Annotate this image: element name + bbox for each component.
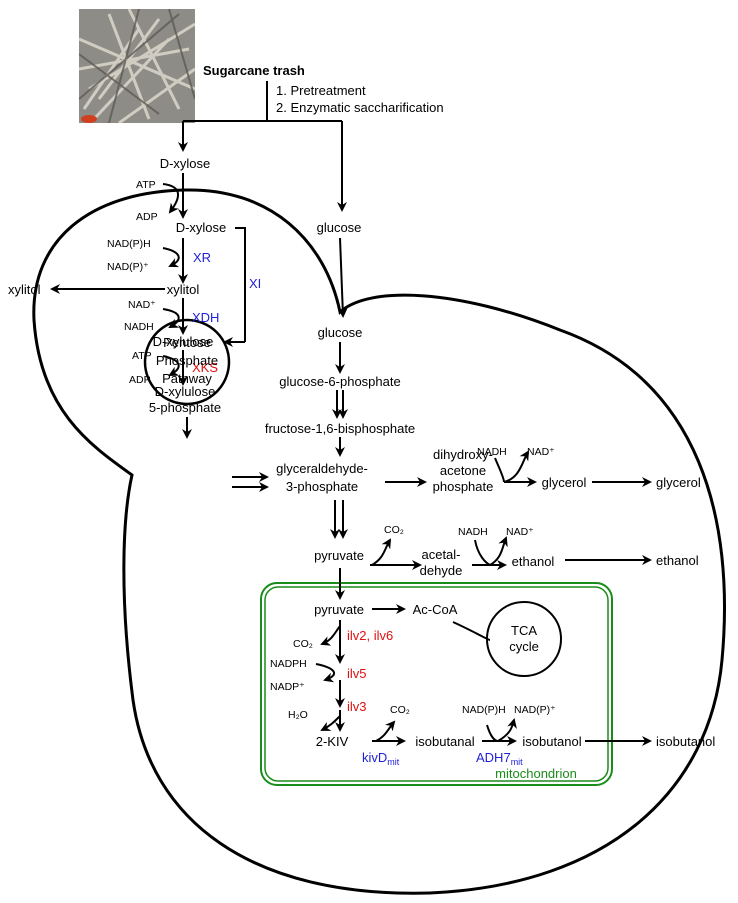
nadph-ilv5: NADPH <box>270 658 307 670</box>
gap-line2: 3-phosphate <box>286 479 358 494</box>
adp-1: ADP <box>136 211 158 223</box>
ethanol-inner: ethanol <box>512 554 555 569</box>
enzyme-xdh: XDH <box>192 310 219 325</box>
mitochondrion-label: mitochondrion <box>495 766 577 781</box>
d-xylulose-5p-line2: 5-phosphate <box>149 400 221 415</box>
glucose-6-phosphate: glucose-6-phosphate <box>279 374 400 389</box>
d-xylulose-5p-line1: D-xylulose <box>155 384 216 399</box>
mitochondrion-inner <box>264 586 609 782</box>
sugarcane-photo <box>79 9 195 123</box>
acetaldehyde-line2: dehyde <box>420 563 463 578</box>
step-saccharification: 2. Enzymatic saccharification <box>276 100 444 115</box>
enzyme-adh7: ADH7mit <box>476 750 523 767</box>
sugarcane-trash-title: Sugarcane trash <box>203 63 305 78</box>
fructose-16-bisphosphate: fructose-1,6-bisphosphate <box>265 421 415 436</box>
nadh-ethanol: NADH <box>458 526 488 538</box>
dhap-line1: dihydroxy- <box>433 447 493 462</box>
mitochondrion-outer <box>260 582 613 786</box>
glucose-outer: glucose <box>317 220 362 235</box>
xylitol-inner: xylitol <box>167 282 200 297</box>
adp-2: ADP <box>129 374 151 386</box>
xylitol-outer: xylitol <box>8 282 41 297</box>
nad-glycerol: NAD⁺ <box>527 446 555 458</box>
nadph-xr-in: NAD(P)H <box>107 238 151 250</box>
enzyme-ilv2-ilv6: ilv2, ilv6 <box>347 628 393 643</box>
co2-pdc: CO₂ <box>384 524 404 536</box>
gap-line1: glyceraldehyde- <box>276 461 368 476</box>
nad-xdh-in: NAD⁺ <box>128 299 156 311</box>
ethanol-outer: ethanol <box>656 553 699 568</box>
enzyme-xr: XR <box>193 250 211 265</box>
enzyme-ilv3: ilv3 <box>347 699 367 714</box>
enzyme-xi: XI <box>249 276 261 291</box>
step-pretreatment: 1. Pretreatment <box>276 83 366 98</box>
isobutanol-outer: isobutanol <box>656 734 715 749</box>
nadh-xdh-out: NADH <box>124 321 154 333</box>
ppp-line1: Pentose <box>163 335 211 350</box>
enzyme-kivd: kivDmit <box>362 750 400 767</box>
ppp-line2: Phosphate <box>156 353 218 368</box>
tca-line1: TCA <box>511 623 537 638</box>
co2-ilv2: CO₂ <box>293 638 313 650</box>
ppp-line3: Pathway <box>162 371 212 386</box>
d-xylose-inner: D-xylose <box>176 220 227 235</box>
ppp-circle <box>143 318 231 406</box>
yeast-cell-membrane <box>32 188 726 895</box>
glycerol-inner: glycerol <box>542 475 587 490</box>
isobutanol-inner: isobutanol <box>522 734 581 749</box>
isobutanal: isobutanal <box>415 734 474 749</box>
glycerol-outer: glycerol <box>656 475 701 490</box>
acetaldehyde-line1: acetal- <box>421 547 460 562</box>
tca-line2: cycle <box>509 639 539 654</box>
nadph-adh7: NAD(P)H <box>462 704 506 716</box>
d-xylulose: D-xylulose <box>153 334 214 349</box>
nadp-ilv5: NADP⁺ <box>270 681 305 693</box>
glucose-inner: glucose <box>318 325 363 340</box>
nadp-adh7: NAD(P)⁺ <box>514 704 556 716</box>
enzyme-ilv5: ilv5 <box>347 666 367 681</box>
dhap-line2: acetone <box>440 463 486 478</box>
nadp-xr-out: NAD(P)⁺ <box>107 261 149 273</box>
pyruvate-cytosol: pyruvate <box>314 548 364 563</box>
pyruvate-mito: pyruvate <box>314 602 364 617</box>
h2o-ilv3: H₂O <box>288 709 308 721</box>
co2-kivd: CO₂ <box>390 704 410 716</box>
2-kiv: 2-KIV <box>316 734 349 749</box>
nadh-glycerol: NADH <box>477 446 507 458</box>
d-xylose-outer: D-xylose <box>160 156 211 171</box>
enzyme-xks: XKS <box>192 360 218 375</box>
atp-2: ATP <box>132 350 152 362</box>
dhap-line3: phosphate <box>433 479 494 494</box>
nad-ethanol: NAD⁺ <box>506 526 534 538</box>
atp-1: ATP <box>136 179 156 191</box>
acetyl-coa: Ac-CoA <box>413 602 458 617</box>
